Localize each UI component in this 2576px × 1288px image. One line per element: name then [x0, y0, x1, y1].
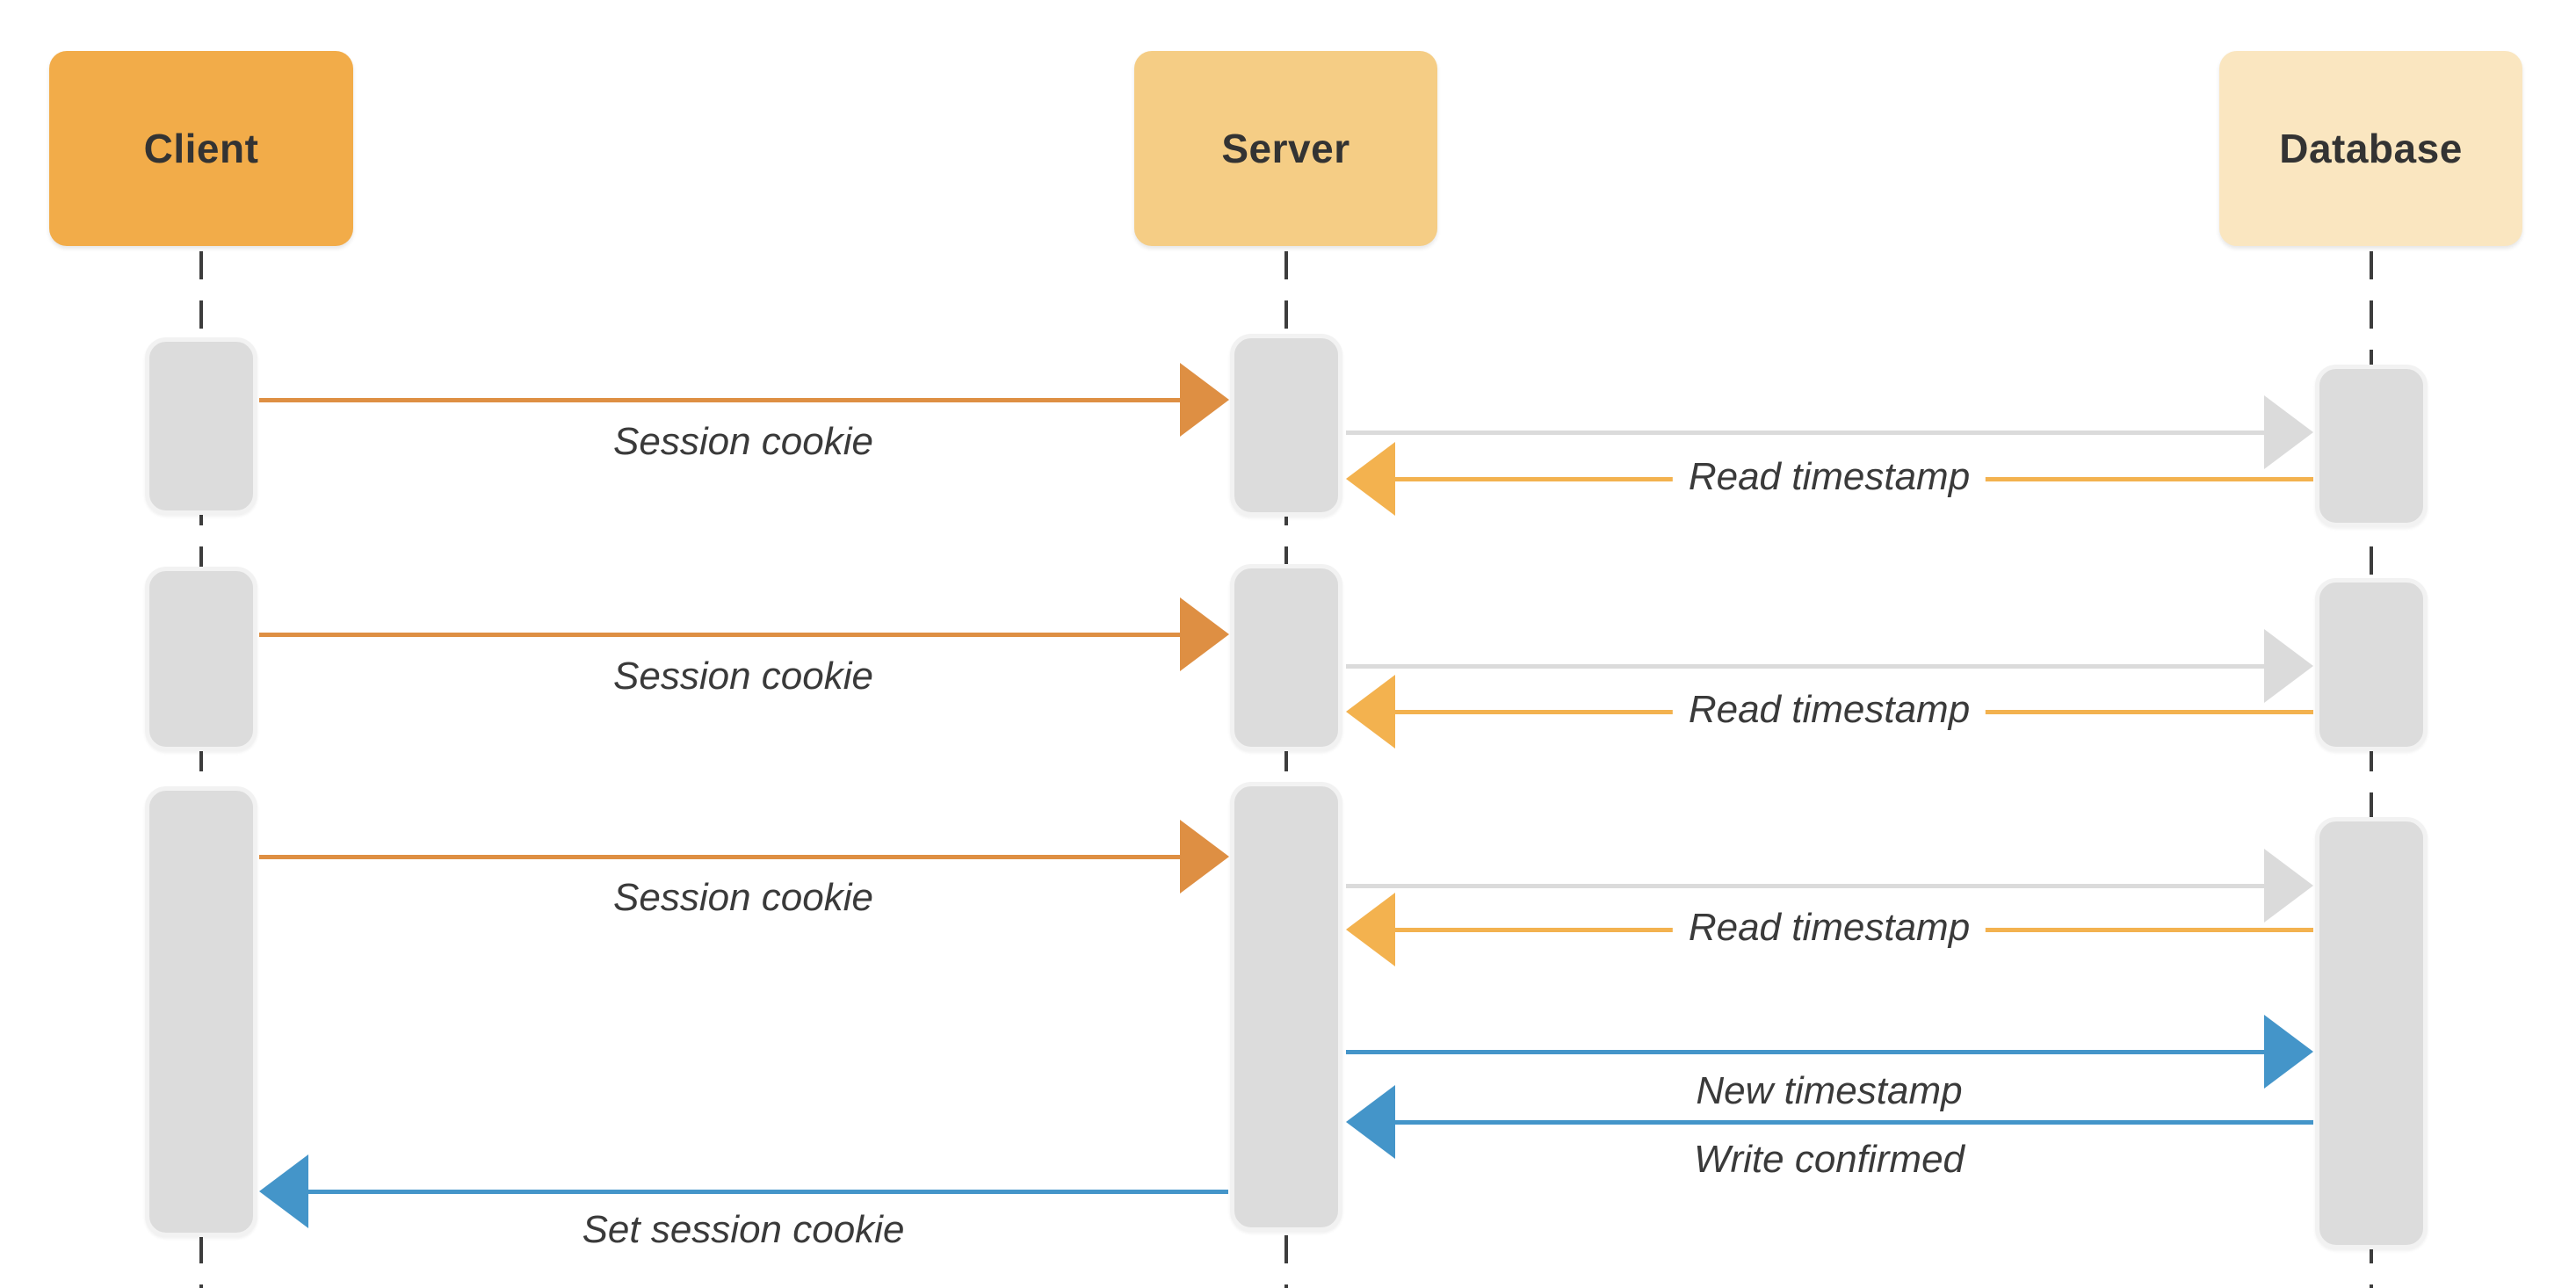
arrowhead-right-icon — [1180, 597, 1229, 671]
arrowhead-right-icon — [2264, 629, 2313, 703]
arrow-line — [259, 398, 1182, 402]
lifeline-database — [2370, 251, 2373, 1288]
arrowhead-right-icon — [1180, 820, 1229, 894]
message-label: Read timestamp — [1672, 684, 1986, 736]
arrowhead-left-icon — [1346, 675, 1395, 749]
message-label: Session cookie — [613, 876, 873, 919]
lifeline-client — [199, 251, 203, 1288]
arrow-line — [1346, 884, 2264, 888]
activation-bar-client-3 — [145, 786, 257, 1237]
arrow-line — [1346, 431, 2264, 435]
arrow-line — [1395, 1120, 2313, 1125]
message-label: Read timestamp — [1672, 901, 1986, 954]
actor-box-server: Server — [1134, 51, 1437, 246]
message-label: Session cookie — [613, 420, 873, 463]
arrowhead-right-icon — [2264, 849, 2313, 923]
actor-box-database: Database — [2219, 51, 2522, 246]
message-label: Write confirmed — [1693, 1138, 1965, 1181]
actor-label-client: Client — [143, 126, 259, 171]
arrowhead-left-icon — [1346, 442, 1395, 516]
actor-label-database: Database — [2279, 126, 2463, 171]
message-label: New timestamp — [1696, 1069, 1963, 1112]
activation-bar-database-2 — [2315, 578, 2428, 751]
arrow-line — [1346, 1050, 2264, 1054]
activation-bar-server-1 — [1230, 334, 1342, 517]
activation-bar-server-2 — [1230, 564, 1342, 751]
activation-bar-server-3 — [1230, 782, 1342, 1232]
activation-bar-database-3 — [2315, 817, 2428, 1249]
activation-bar-client-1 — [145, 337, 257, 515]
actor-box-client: Client — [49, 51, 353, 246]
arrowhead-left-icon — [1346, 1085, 1395, 1159]
arrowhead-right-icon — [2264, 395, 2313, 469]
arrowhead-right-icon — [1180, 363, 1229, 437]
arrowhead-left-icon — [259, 1154, 308, 1228]
message-label: Set session cookie — [582, 1208, 905, 1251]
arrow-line — [1346, 664, 2264, 669]
message-label: Session cookie — [613, 655, 873, 698]
activation-bar-database-1 — [2315, 365, 2428, 527]
arrow-line — [259, 855, 1182, 859]
arrow-line — [308, 1190, 1228, 1194]
actor-label-server: Server — [1221, 126, 1350, 171]
arrow-line — [259, 633, 1182, 637]
arrowhead-left-icon — [1346, 893, 1395, 966]
arrowhead-right-icon — [2264, 1015, 2313, 1089]
activation-bar-client-2 — [145, 567, 257, 751]
message-label: Read timestamp — [1672, 451, 1986, 503]
lifeline-server — [1284, 251, 1288, 1288]
